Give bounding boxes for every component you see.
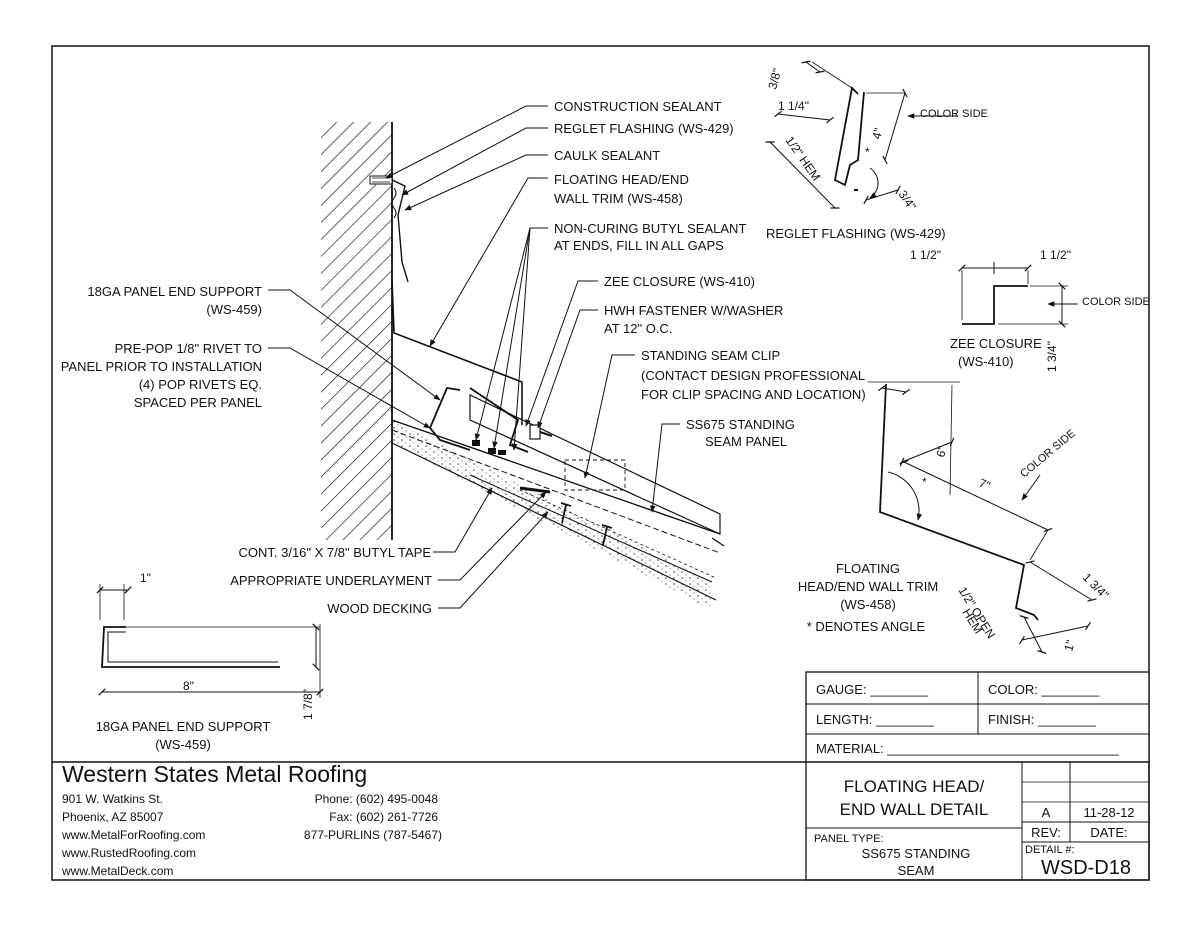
purlins-phone: 877-PURLINS (787-5467) [304,828,442,842]
support-dim-height: 1 7/8" [301,689,315,720]
callout-clip-line3: FOR CLIP SPACING AND LOCATION) [641,387,866,402]
callout-rivet-line3: (4) POP RIVETS EQ. [139,377,262,392]
spec-color: COLOR: ________ [988,682,1100,697]
clip-fastener-icons [560,502,613,546]
zee-color-side: COLOR SIDE [1082,296,1150,308]
reglet-color-side: COLOR SIDE [920,108,988,120]
callout-caulk-sealant: CAULK SEALANT [554,148,660,163]
zee-detail-title-line2: (WS-410) [958,354,1014,369]
spec-gauge: GAUGE: ________ [816,682,929,697]
reglet-dim-1-1-4: 1 1/4" [778,99,809,113]
callout-reglet-flashing: REGLET FLASHING (WS-429) [554,121,734,136]
zee-dim-right: 1 1/2" [1040,248,1071,262]
spec-finish: FINISH: ________ [988,712,1096,727]
masonry-wall [321,122,392,540]
trim-dim-7: 7" [977,476,992,493]
website-metaldeck[interactable]: www.MetalDeck.com [61,864,173,878]
callout-clip-line1: STANDING SEAM CLIP [641,348,780,363]
support-detail-title-line2: (WS-459) [155,737,211,752]
support-dim-8: 8" [183,679,194,693]
callout-hwh-line2: AT 12" O.C. [604,321,672,336]
trim-dim-6: 6" [933,445,949,459]
floating-trim-detail: 6" 7" 1 3/4" 1/2" OPEN HEM 1" * COLOR SI… [798,381,1112,654]
callout-rivet-line4: SPACED PER PANEL [134,395,262,410]
spec-table: GAUGE: ________ COLOR: ________ LENGTH: … [805,671,1150,763]
reglet-flashing-detail: 3/8" 1 1/4" 4" 1/2" HEM 3/4" * COLOR SID… [765,60,988,241]
trim-angle-note: * DENOTES ANGLE [807,619,926,634]
hwh-fastener-icon [529,424,553,440]
zee-dim-left: 1 1/2" [910,248,941,262]
callout-butyl-tape: CONT. 3/16" X 7/8" BUTYL TAPE [238,545,431,560]
callout-support-line2: (WS-459) [206,302,262,317]
trim-dim-1-3-4: 1 3/4" [1080,570,1112,602]
callout-leaders [268,105,680,609]
phone-number: Phone: (602) 495-0048 [315,792,439,806]
reglet-detail-title: REGLET FLASHING (WS-429) [766,226,946,241]
callout-panel-line1: SS675 STANDING [686,417,795,432]
trim-angle-star: * [922,475,927,489]
zee-detail-title-line1: ZEE CLOSURE [950,336,1042,351]
callout-floating-trim-line2: WALL TRIM (WS-458) [554,191,683,206]
panel-type-label: PANEL TYPE: [814,833,884,845]
website-metalforroofing[interactable]: www.MetalForRoofing.com [61,828,205,842]
zee-closure-detail: 1 1/2" 1 1/2" 1 3/4" COLOR SIDE ZEE CLOS… [910,248,1150,372]
trim-detail-title-line2: HEAD/END WALL TRIM [798,579,938,594]
title-block: FLOATING HEAD/ END WALL DETAIL A 11-28-1… [805,761,1150,881]
zee-closure-profile [469,387,529,453]
floating-trim-profile [391,279,523,425]
website-rustedroofing[interactable]: www.RustedRoofing.com [61,846,196,860]
zee-dim-height: 1 3/4" [1045,341,1059,372]
panel-end-support-detail: 1" 8" 1 7/8" 18GA PANEL END SUPPORT (WS-… [96,571,324,752]
date-value: 11-28-12 [1083,805,1134,820]
roof-deck-layers [391,419,721,610]
trim-detail-title-line1: FLOATING [836,561,900,576]
company-info: Western States Metal Roofing 901 W. Watk… [61,761,442,878]
revision-value: A [1042,805,1051,820]
callout-wood-decking: WOOD DECKING [327,601,432,616]
company-name: Western States Metal Roofing [62,761,367,787]
reglet-dim-3-8: 3/8" [765,67,784,91]
address-line2: Phoenix, AZ 85007 [62,810,164,824]
reglet-flashing-profile [391,179,409,283]
drawing-title-line1: FLOATING HEAD/ [844,777,985,796]
callout-butyl-line1: NON-CURING BUTYL SEALANT [554,221,746,236]
callout-hwh-line1: HWH FASTENER W/WASHER [604,303,783,318]
reglet-slot [369,175,393,185]
main-section: CONSTRUCTION SEALANT REGLET FLASHING (WS… [61,99,866,616]
standing-seam-panel [469,394,721,535]
spec-material: MATERIAL: ______________________________… [816,741,1119,756]
spec-length: LENGTH: ________ [816,712,935,727]
callout-construction-sealant: CONSTRUCTION SEALANT [554,99,722,114]
sheet-border [51,45,1150,881]
callout-floating-trim-line1: FLOATING HEAD/END [554,172,689,187]
trim-detail-title-line3: (WS-458) [840,597,896,612]
detail-number-label: DETAIL #: [1025,844,1075,856]
support-detail-title-line1: 18GA PANEL END SUPPORT [96,719,271,734]
reglet-dim-4: 4" [869,127,885,141]
fax-number: Fax: (602) 261-7726 [329,810,438,824]
callout-rivet-line2: PANEL PRIOR TO INSTALLATION [61,359,262,374]
panel-type-line2: SEAM [898,863,935,878]
reglet-angle-star: * [865,145,870,159]
date-label: DATE: [1090,825,1127,840]
trim-dim-1: 1" [1061,639,1077,653]
panel-type-line1: SS675 STANDING [862,846,971,861]
callout-underlayment: APPROPRIATE UNDERLAYMENT [230,573,432,588]
callout-clip-line2: (CONTACT DESIGN PROFESSIONAL [641,368,865,383]
drawing-title-line2: END WALL DETAIL [840,800,989,819]
butyl-sealant-marks [472,440,506,455]
callout-support-line1: 18GA PANEL END SUPPORT [87,284,262,299]
address-line1: 901 W. Watkins St. [62,792,163,806]
reglet-dim-3-4: 3/4" [896,188,919,213]
trim-color-side: COLOR SIDE [1018,427,1078,480]
callout-panel-line2: SEAM PANEL [705,434,787,449]
support-dim-1: 1" [140,571,151,585]
callout-rivet-line1: PRE-POP 1/8" RIVET TO [115,341,262,356]
callout-butyl-line2: AT ENDS, FILL IN ALL GAPS [554,238,724,253]
callout-zee-closure: ZEE CLOSURE (WS-410) [604,274,755,289]
revision-label: REV: [1031,825,1061,840]
detail-number-value: WSD-D18 [1041,857,1131,879]
